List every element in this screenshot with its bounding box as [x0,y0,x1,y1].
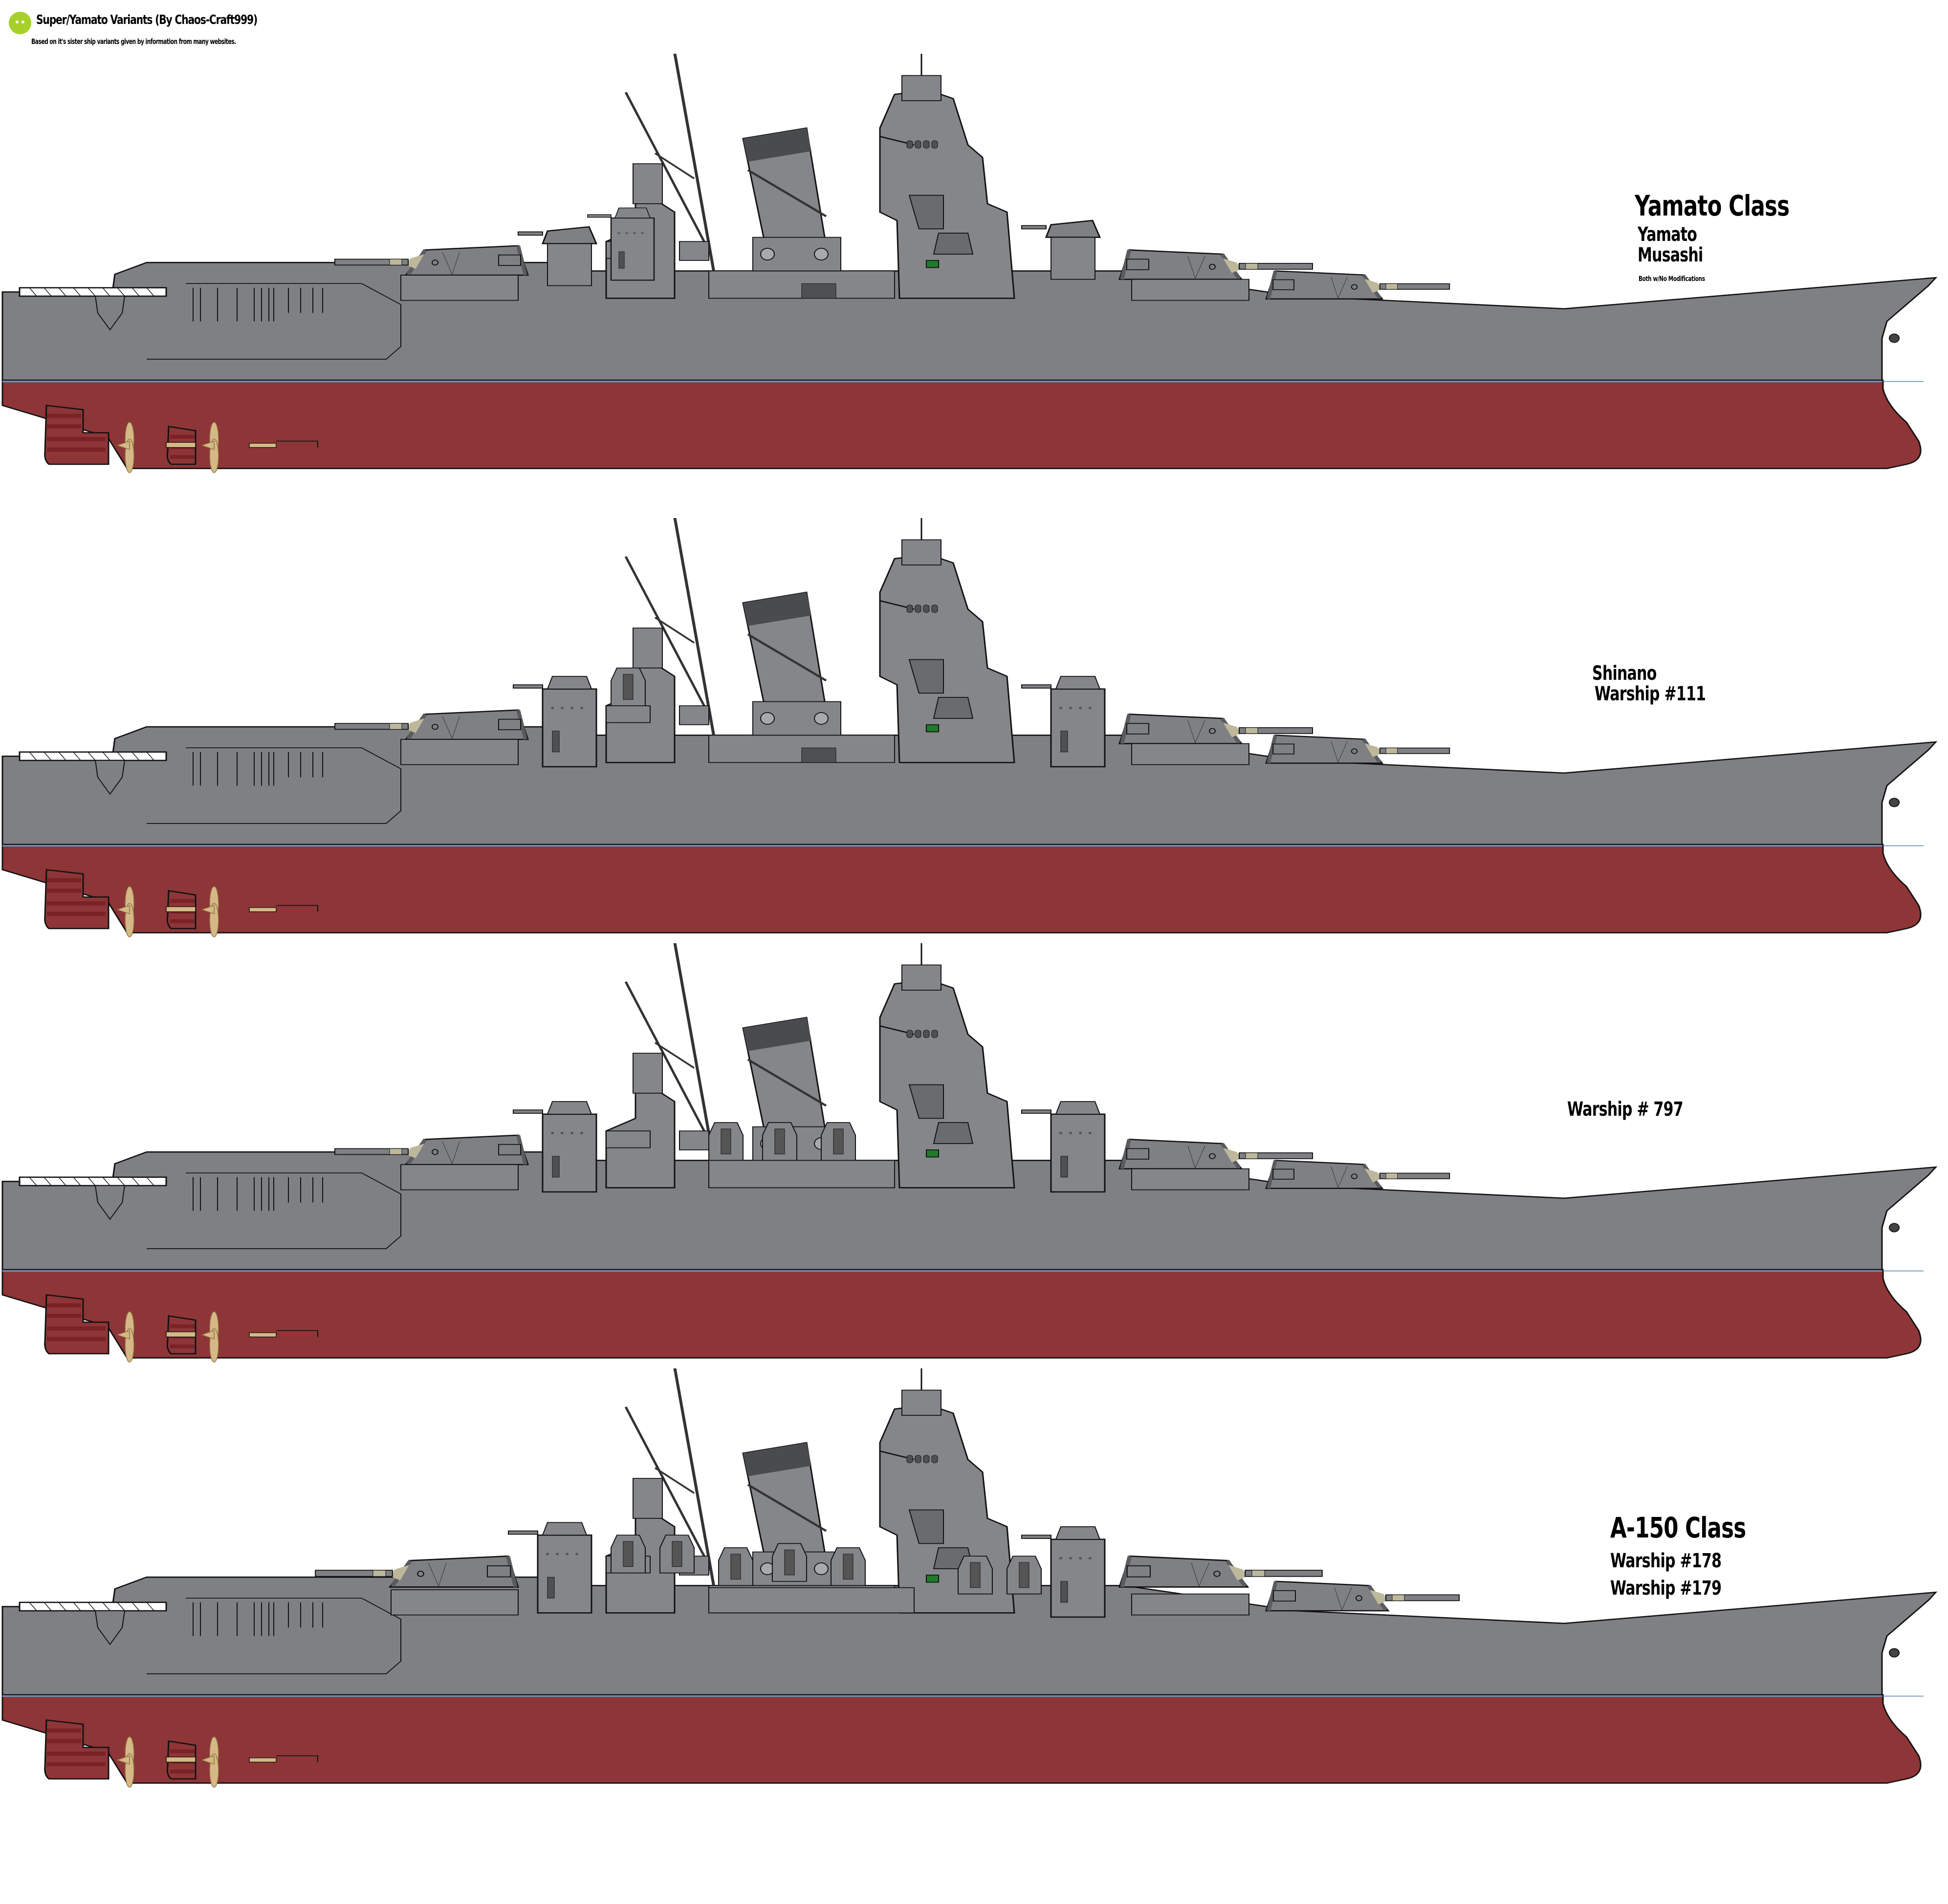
ship-yamato-class [0,54,1948,494]
ship-1-name-1: Yamato [1638,223,1697,246]
lime-face-icon [9,12,31,34]
ship-4-name-2: Warship #179 [1610,1577,1722,1600]
ship-a-150-class [0,1368,1948,1808]
ship-1-name-2: Musashi [1638,244,1703,266]
ship-warship-797 [0,943,1948,1383]
ship-4-class-label: A-150 Class [1610,1511,1746,1544]
page-title: Super/Yamato Variants (By Chaos-Craft999… [36,13,258,27]
page-subtitle: Based on it's sister ship variants given… [31,37,236,46]
ship-2-name-2: Warship #111 [1595,683,1706,705]
ship-1-note: Both w/No Modifications [1639,275,1705,283]
ship-1-class-label: Yamato Class [1635,189,1790,222]
ship-4-name-1: Warship #178 [1610,1550,1722,1572]
ship-2-name-1: Shinano [1592,662,1657,685]
ship-3-name-1: Warship # 797 [1567,1098,1684,1121]
ship-shinano [0,518,1948,958]
